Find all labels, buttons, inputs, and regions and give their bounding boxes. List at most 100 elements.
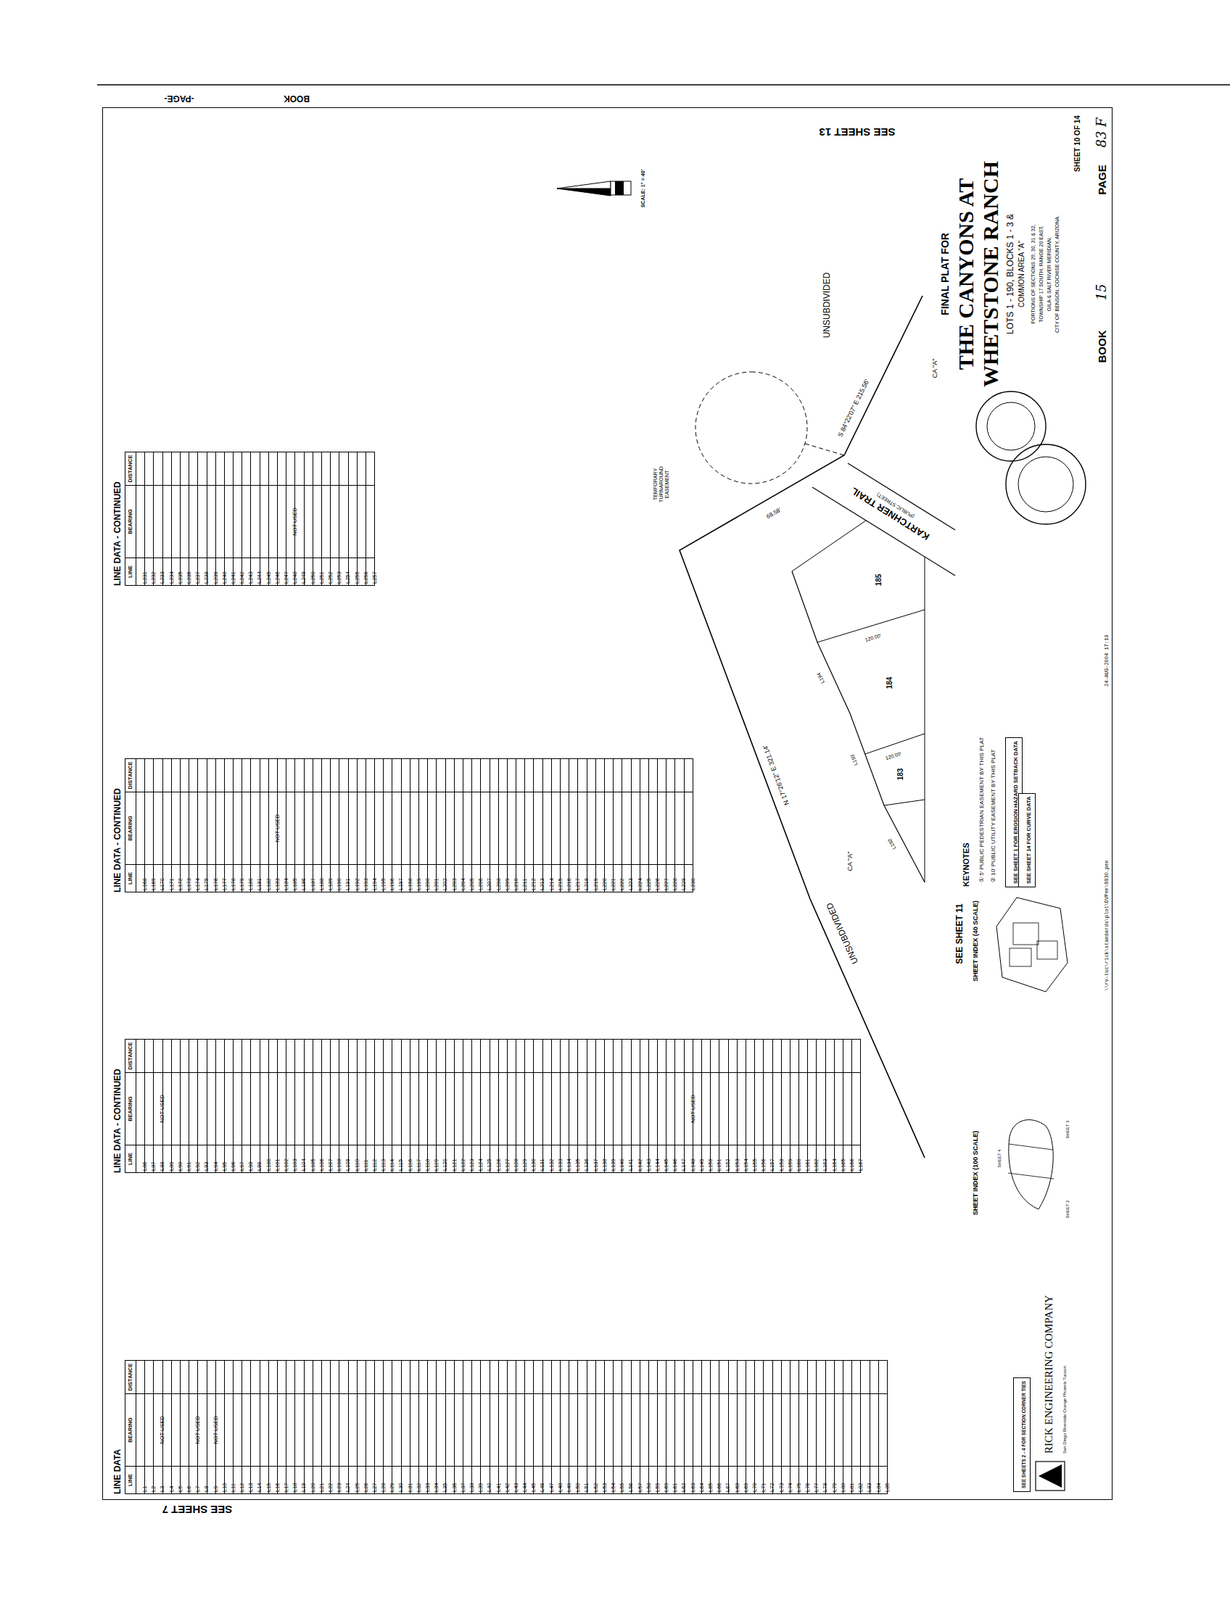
table-cell (145, 791, 154, 865)
table-row: L62 (674, 1361, 684, 1494)
table-header-row: LINEBEARINGDISTANCE (125, 452, 136, 586)
table-cell (242, 485, 251, 558)
seal (1005, 444, 1086, 525)
line-number: L71 (760, 1483, 767, 1494)
table-cell (852, 1393, 861, 1467)
table-cell (472, 1393, 481, 1467)
logo-box (1035, 1462, 1065, 1492)
line-number: L134 (565, 1158, 573, 1173)
line-number: L22 (327, 1483, 334, 1494)
table-row: L150 (701, 1039, 711, 1173)
table-row: L123 (462, 1039, 472, 1173)
line-number: L37 (459, 1483, 467, 1494)
table-cell (472, 759, 481, 792)
line-number: L103 (291, 1158, 299, 1173)
table-cell (419, 759, 428, 792)
table-cell (374, 1393, 383, 1467)
table-cell (277, 485, 286, 558)
table-cell (693, 1039, 702, 1073)
table-cell (374, 1361, 383, 1394)
line-number: L87 (150, 1161, 157, 1173)
line-number: L49 (565, 1483, 573, 1494)
table-row: L27 (365, 1361, 375, 1494)
line-number: L82 (857, 1483, 864, 1494)
table-cell (171, 1393, 180, 1467)
table-cell (613, 791, 622, 865)
table-cell (250, 1072, 259, 1146)
table-cell (322, 1039, 330, 1073)
line-number: L246 (274, 571, 281, 586)
table-row: L19 (294, 1361, 304, 1494)
line-number: L216 (565, 878, 573, 893)
line-number: L14 (256, 1483, 263, 1494)
table-cell (197, 485, 206, 558)
table-cell (578, 1072, 586, 1146)
table-cell (446, 1361, 454, 1394)
table-row: L59 (648, 1361, 658, 1494)
table-cell (728, 1072, 737, 1146)
table-cell (702, 1393, 711, 1467)
table-row: L189 (321, 759, 330, 893)
table-cell (754, 1393, 763, 1467)
table-cell (807, 1393, 816, 1467)
table-cell (516, 1361, 525, 1394)
table-row: L215 (551, 759, 560, 893)
table-cell (480, 1072, 489, 1146)
table-row: L134 (559, 1039, 569, 1173)
seal (976, 391, 1046, 462)
table-row: L164 (825, 1039, 835, 1173)
table-cell (277, 1361, 286, 1394)
line-number: L128 (512, 1158, 520, 1173)
line-number: L197 (397, 878, 404, 893)
table-row: L114 (382, 1039, 392, 1173)
table-cell (640, 1072, 649, 1146)
table-row: L133 (551, 1039, 560, 1173)
table-cell (357, 452, 366, 486)
line-number: L248 (291, 571, 299, 586)
table-header-row: LINEBEARINGDISTANCE (125, 759, 136, 893)
keynote: ① 5' PUBLIC PEDESTRIAN EASEMENT BY THIS … (978, 736, 985, 884)
table-row: L170 (153, 759, 162, 893)
table-row: L37 (453, 1361, 463, 1494)
line-number: L84 (875, 1483, 882, 1494)
line-number: L117 (415, 1159, 423, 1173)
table-cell (472, 1039, 481, 1073)
table-cell (286, 1039, 295, 1073)
line-number: L86 (141, 1161, 148, 1173)
index-map-sheet (1009, 948, 1032, 967)
table-row: L116 (401, 1039, 410, 1173)
table-cell (392, 1039, 401, 1073)
line-number: L111 (362, 1159, 370, 1173)
column-header: LINE (125, 557, 136, 586)
table-row: L156 (754, 1039, 763, 1173)
line-number: L5 (176, 1486, 184, 1494)
table-cell (153, 759, 162, 792)
line-number: L194 (371, 878, 378, 893)
table-row: L18 (285, 1361, 295, 1494)
table-row: L94 (206, 1039, 216, 1173)
table-cell (313, 1072, 322, 1146)
line-number: L189 (327, 878, 334, 893)
table-header-row: LINEBEARINGDISTANCE (125, 1361, 136, 1494)
book-page-field: -PAGE- (163, 92, 195, 103)
line-number: L163 (821, 1158, 829, 1173)
table-cell (136, 759, 145, 792)
table-title: LINE DATA - CONTINUED (111, 451, 124, 586)
table-row: L169 (144, 759, 154, 893)
table-cell (286, 791, 295, 865)
table-cell (596, 791, 605, 865)
table-cell (569, 1072, 578, 1146)
scale-note: SCALE: 1" = 40' (640, 168, 647, 209)
company-offices: San Diego Riverside Orange Phoenix Tucso… (1062, 1365, 1068, 1455)
table-cell (454, 1039, 463, 1073)
line-number: L208 (495, 878, 502, 893)
table-row: L46 (533, 1361, 542, 1494)
table-row: L12 (232, 1361, 242, 1494)
table-cell: NOT USED (207, 1393, 216, 1467)
table-cell (816, 1072, 825, 1146)
line-number: L92 (194, 1161, 201, 1173)
table-row: L152 (718, 1039, 728, 1173)
table-cell (401, 1039, 410, 1073)
table-cell (313, 791, 322, 865)
table-cell (436, 759, 445, 792)
